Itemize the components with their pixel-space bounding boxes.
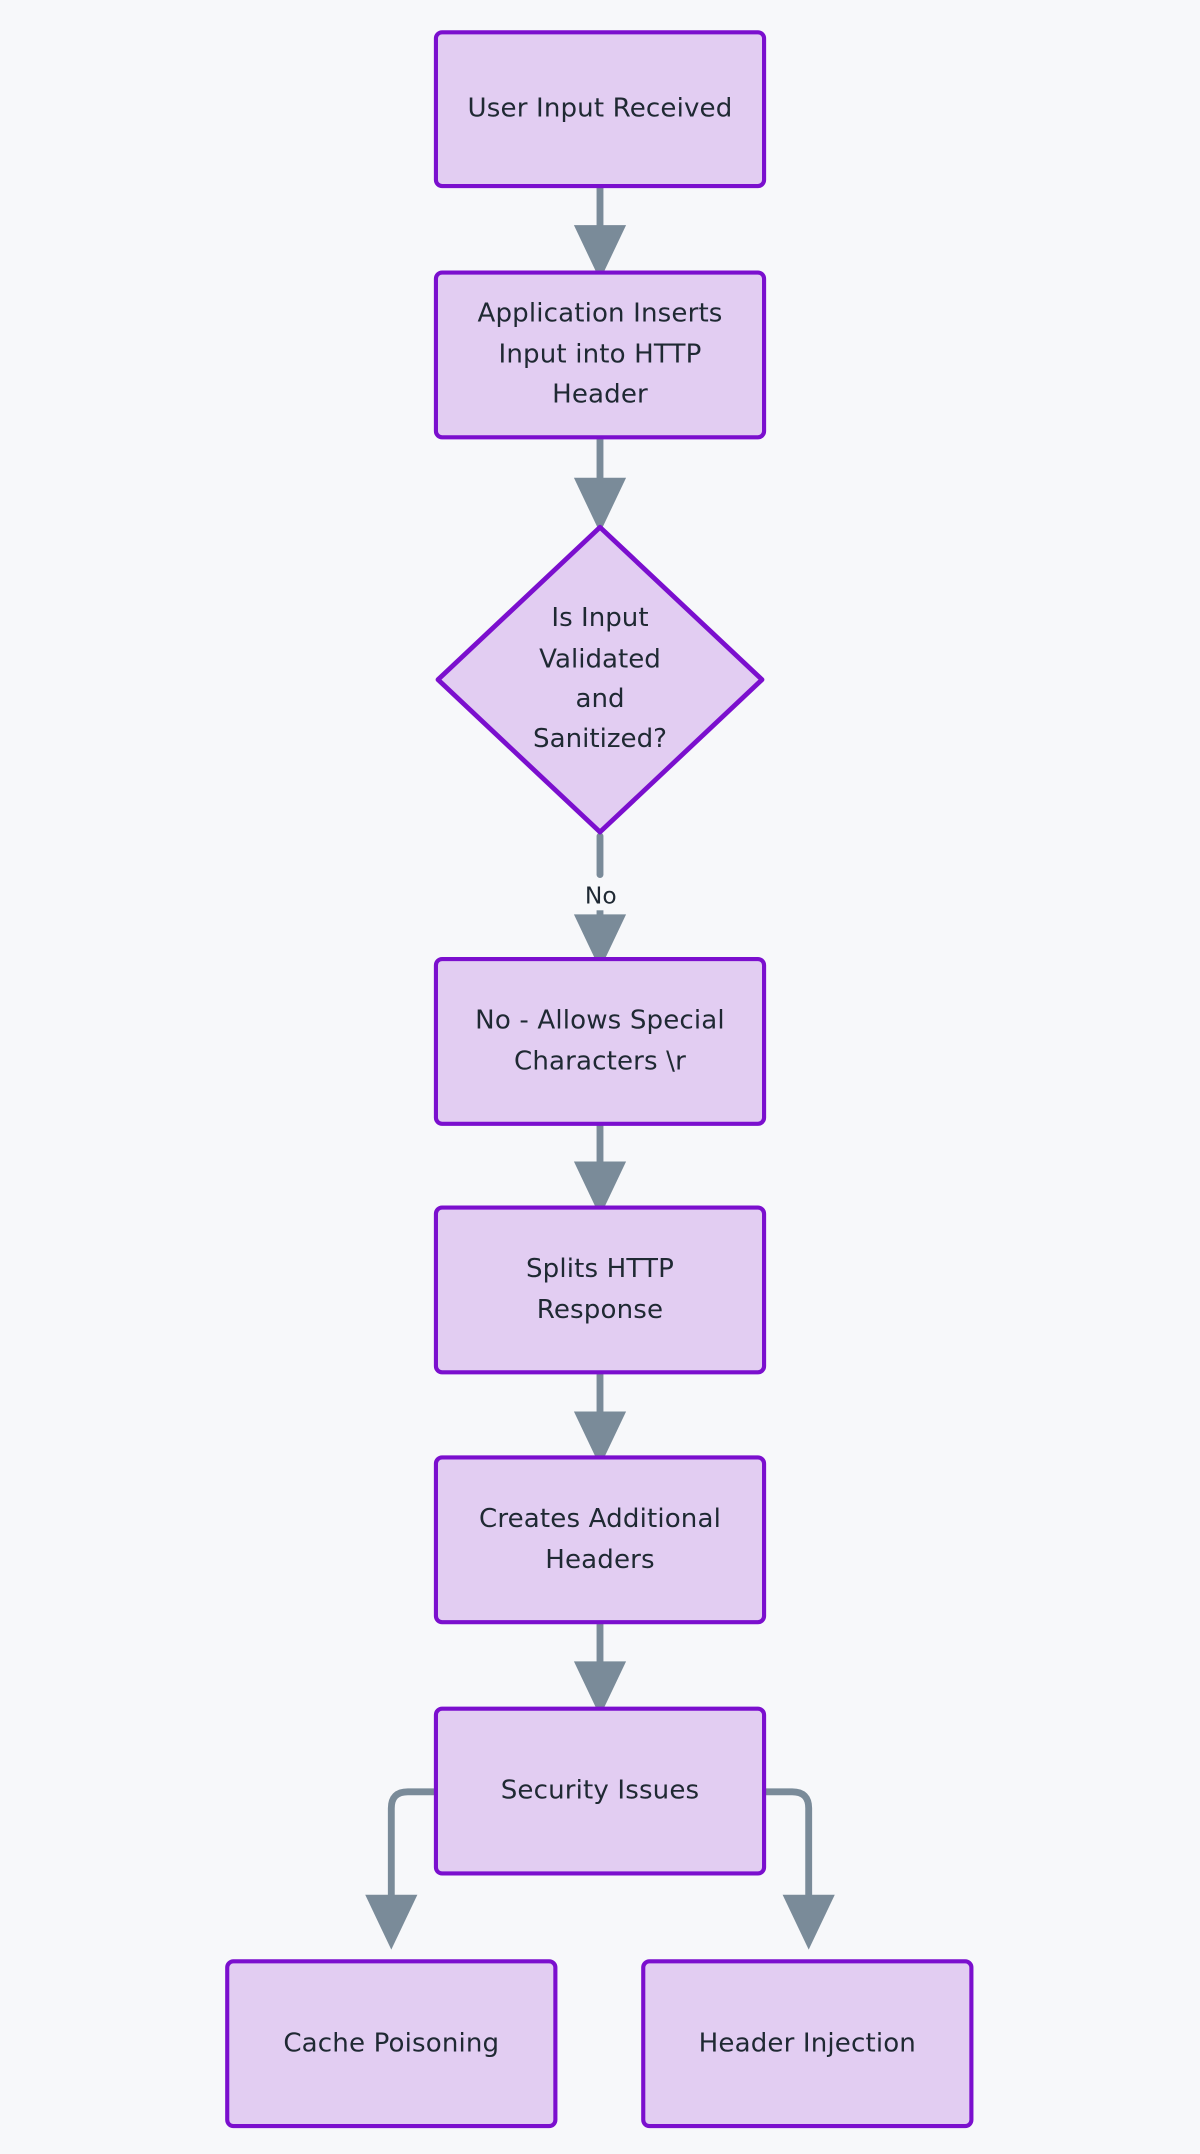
node-creates-additional-headers[interactable]: Creates Additional Headers: [433, 1455, 767, 1625]
node-label: Cache Poisoning: [283, 2027, 500, 2058]
edge-n7-n8: [365, 1788, 438, 1950]
node-is-input-validated-decision[interactable]: Is Input Validated and Sanitized?: [432, 522, 767, 838]
node-label: Security Issues: [500, 1774, 700, 1806]
node-header-injection[interactable]: Header Injection: [641, 1959, 974, 2129]
node-label: No - Allows Special Characters \r: [475, 1005, 725, 1076]
edge-n7-n9: [762, 1788, 835, 1950]
node-application-inserts-input[interactable]: Application Inserts Input into HTTP Head…: [433, 270, 767, 440]
node-label: Application Inserts Input into HTTP Head…: [477, 298, 723, 410]
node-cache-poisoning[interactable]: Cache Poisoning: [225, 1959, 558, 2129]
node-label: Splits HTTP Response: [525, 1253, 674, 1325]
node-user-input-received[interactable]: User Input Received: [433, 30, 767, 189]
diamond-shape: [435, 524, 765, 835]
edge-label-no: No: [579, 884, 623, 911]
node-security-issues[interactable]: Security Issues: [433, 1706, 767, 1876]
node-label: Creates Additional Headers: [478, 1503, 721, 1575]
node-splits-http-response[interactable]: Splits HTTP Response: [433, 1205, 767, 1375]
node-no-allows-special-characters[interactable]: No - Allows Special Characters \r: [433, 956, 767, 1126]
node-label: User Input Received: [467, 93, 733, 124]
node-label: Header Injection: [698, 2027, 916, 2058]
